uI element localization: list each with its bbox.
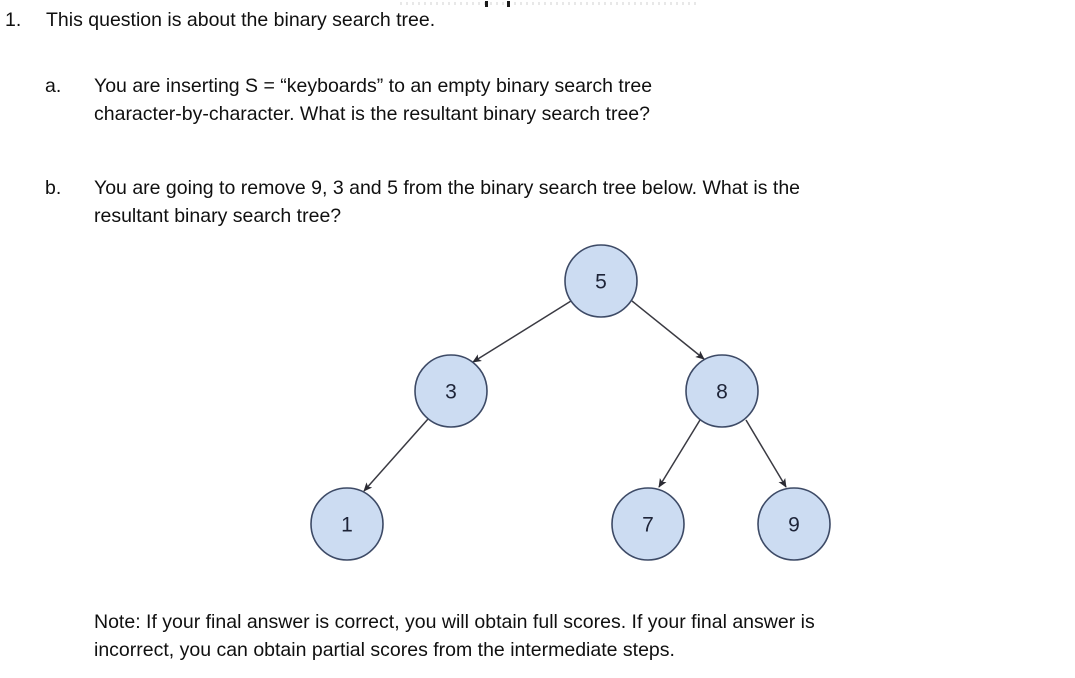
subquestion-b-line-1: You are going to remove 9, 3 and 5 from … [94, 177, 801, 199]
subquestion-a-line-1: You are inserting S = “keyboards” to an … [94, 75, 653, 97]
tree-nodes: 5 3 8 1 7 [310, 244, 831, 561]
node-circle [611, 487, 685, 561]
subquestion-b: b. You are going to remove 9, 3 and 5 fr… [45, 174, 1065, 230]
subquestion-a: a. You are inserting S = “keyboards” to … [45, 72, 1065, 128]
node-label: 5 [595, 271, 607, 294]
tree-edges [363, 300, 787, 492]
scan-tick [485, 1, 488, 7]
edge-3-1 [363, 418, 429, 492]
question-text: This question is about the binary search… [46, 9, 436, 31]
scan-artifact [400, 2, 700, 5]
note-line-2: incorrect, you can obtain partial scores… [94, 639, 675, 661]
node-label: 3 [445, 381, 457, 404]
tree-node-8: 8 [685, 354, 759, 428]
note-line-1: Note: If your final answer is correct, y… [94, 611, 815, 633]
edge-5-8 [631, 300, 705, 360]
tree-node-9: 9 [757, 487, 831, 561]
scan-tick [507, 1, 510, 7]
question-number: 1. [5, 9, 22, 31]
note-block: Note: If your final answer is correct, y… [94, 608, 1064, 664]
node-label: 1 [341, 514, 353, 537]
question-1: 1. This question is about the binary sea… [5, 6, 1065, 34]
tree-node-5: 5 [564, 244, 638, 318]
edge-8-9 [745, 419, 787, 488]
binary-search-tree-diagram: 5 3 8 1 7 [280, 235, 860, 575]
subquestion-a-marker: a. [45, 75, 62, 97]
edge-5-3 [472, 300, 572, 363]
tree-node-7: 7 [611, 487, 685, 561]
subquestion-b-line-2: resultant binary search tree? [94, 205, 342, 227]
subquestion-b-marker: b. [45, 177, 62, 199]
node-circle [757, 487, 831, 561]
node-label: 9 [788, 514, 800, 537]
subquestion-a-text: You are inserting S = “keyboards” to an … [94, 72, 1065, 128]
node-circle [414, 354, 488, 428]
subquestion-b-text: You are going to remove 9, 3 and 5 from … [94, 174, 1065, 230]
edge-8-7 [658, 419, 701, 488]
node-label: 7 [642, 514, 654, 537]
node-label: 8 [716, 381, 728, 404]
tree-node-1: 1 [310, 487, 384, 561]
node-circle [564, 244, 638, 318]
node-circle [310, 487, 384, 561]
node-circle [685, 354, 759, 428]
subquestion-a-line-2: character-by-character. What is the resu… [94, 103, 650, 125]
tree-node-3: 3 [414, 354, 488, 428]
